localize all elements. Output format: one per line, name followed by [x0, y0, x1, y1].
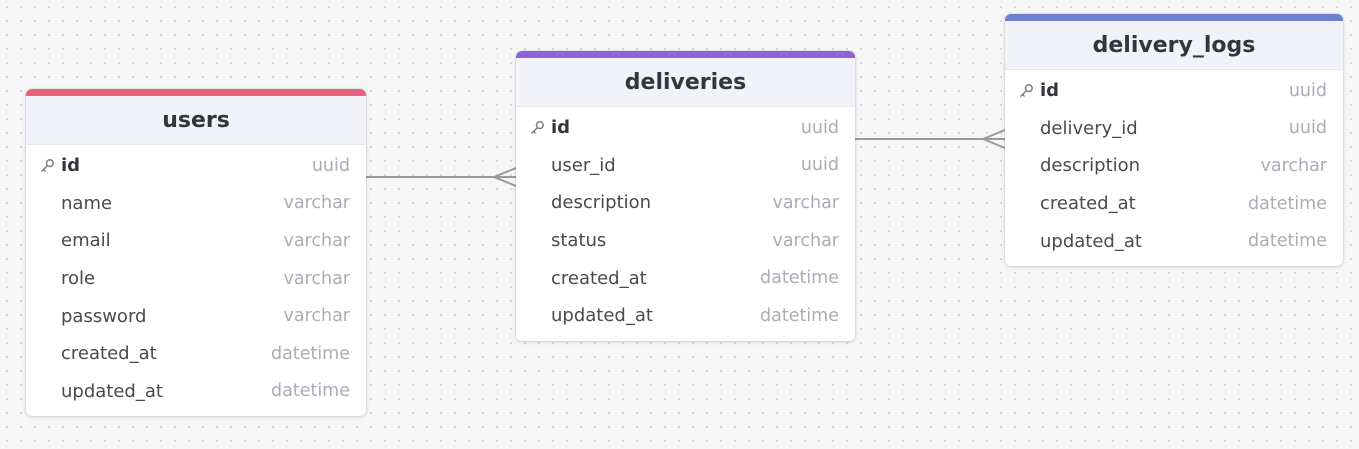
field-type: uuid: [800, 155, 839, 176]
field-row-description[interactable]: description varchar: [1005, 147, 1343, 185]
relation-users-deliveries[interactable]: [366, 167, 517, 187]
key-icon: [1019, 83, 1034, 98]
table-header[interactable]: users: [26, 89, 366, 145]
table-deliveries[interactable]: deliveries id uuid user_id uuid description v…: [516, 51, 855, 341]
field-list: id uuid delivery_id uuid description varchar c…: [1005, 70, 1343, 266]
field-name: updated_at: [551, 305, 653, 327]
field-row-id[interactable]: id uuid: [516, 109, 855, 147]
field-row-password[interactable]: password varchar: [26, 297, 366, 335]
key-icon: [40, 158, 55, 173]
key-slot: [1019, 83, 1040, 98]
field-name: id: [1040, 80, 1060, 102]
field-type: uuid: [1288, 80, 1327, 101]
relation-deliveries-delivery-logs[interactable]: [855, 129, 1006, 149]
crow-foot-bottom: [493, 176, 517, 187]
crow-foot-top: [982, 129, 1006, 140]
field-row-updated-at[interactable]: updated_at datetime: [1005, 222, 1343, 260]
field-row-created-at[interactable]: created_at datetime: [516, 259, 855, 297]
key-slot: [530, 120, 551, 135]
table-title: delivery_logs: [1092, 32, 1256, 58]
field-name: email: [61, 230, 111, 252]
field-row-id[interactable]: id uuid: [26, 147, 366, 185]
field-type: varchar: [283, 230, 350, 251]
field-row-created-at[interactable]: created_at datetime: [1005, 185, 1343, 223]
field-type: uuid: [800, 117, 839, 138]
field-name: id: [61, 155, 81, 177]
key-icon: [530, 120, 545, 135]
field-row-description[interactable]: description varchar: [516, 184, 855, 222]
field-row-updated-at[interactable]: updated_at datetime: [516, 297, 855, 335]
table-header[interactable]: delivery_logs: [1005, 14, 1343, 70]
field-type: varchar: [1260, 155, 1327, 176]
field-name: delivery_id: [1040, 117, 1138, 139]
field-name: description: [551, 192, 652, 214]
field-row-id[interactable]: id uuid: [1005, 72, 1343, 110]
field-name: updated_at: [61, 380, 163, 402]
field-name: user_id: [551, 154, 616, 176]
field-name: password: [61, 305, 147, 327]
field-type: datetime: [1248, 231, 1327, 252]
field-type: varchar: [772, 230, 839, 251]
table-delivery-logs[interactable]: delivery_logs id uuid delivery_id uuid descr…: [1005, 14, 1343, 266]
crow-foot-bottom: [982, 138, 1006, 149]
field-name: created_at: [61, 343, 157, 365]
field-type: datetime: [271, 381, 350, 402]
field-row-updated-at[interactable]: updated_at datetime: [26, 373, 366, 411]
field-row-created-at[interactable]: created_at datetime: [26, 335, 366, 373]
field-row-email[interactable]: email varchar: [26, 222, 366, 260]
table-title: users: [162, 107, 230, 133]
field-name: created_at: [1040, 193, 1136, 215]
field-type: uuid: [311, 155, 350, 176]
field-list: id uuid name varchar email varchar role varchar…: [26, 145, 366, 416]
field-row-user-id[interactable]: user_id uuid: [516, 147, 855, 185]
field-type: datetime: [1248, 193, 1327, 214]
field-type: datetime: [760, 305, 839, 326]
table-title: deliveries: [624, 69, 747, 95]
table-header[interactable]: deliveries: [516, 51, 855, 107]
field-name: name: [61, 192, 113, 214]
table-users[interactable]: users id uuid name varchar email varchar role v…: [26, 89, 366, 417]
field-type: varchar: [772, 192, 839, 213]
field-type: datetime: [760, 268, 839, 289]
field-row-name[interactable]: name varchar: [26, 185, 366, 223]
field-type: varchar: [283, 268, 350, 289]
field-row-delivery-id[interactable]: delivery_id uuid: [1005, 110, 1343, 148]
field-type: varchar: [283, 193, 350, 214]
field-type: datetime: [271, 343, 350, 364]
field-name: created_at: [551, 267, 647, 289]
field-row-role[interactable]: role varchar: [26, 260, 366, 298]
field-name: updated_at: [1040, 230, 1142, 252]
field-name: description: [1040, 155, 1141, 177]
field-row-status[interactable]: status varchar: [516, 222, 855, 260]
field-name: status: [551, 230, 607, 252]
key-slot: [40, 158, 61, 173]
field-name: id: [551, 117, 571, 139]
field-type: uuid: [1288, 118, 1327, 139]
field-type: varchar: [283, 306, 350, 327]
crow-foot-top: [493, 167, 517, 178]
field-name: role: [61, 268, 96, 290]
